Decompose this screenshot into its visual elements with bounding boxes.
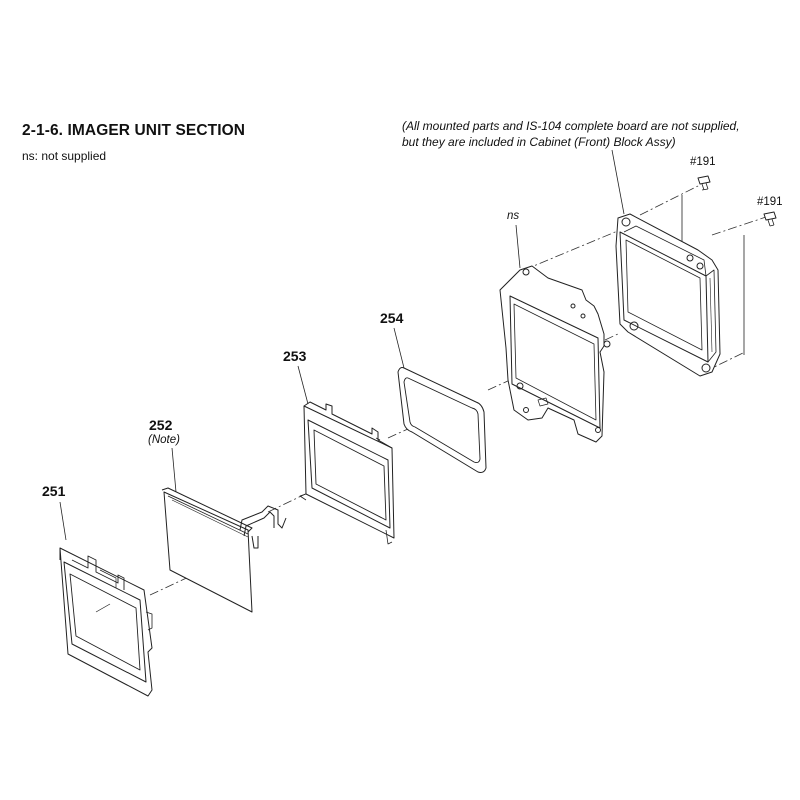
page-title: 2-1-6. IMAGER UNIT SECTION [22, 122, 246, 139]
part-label-253: 253 [283, 348, 307, 364]
part-251-front-frame [59, 547, 153, 697]
supply-note-line-2: but they are included in Cabinet (Front)… [402, 135, 676, 149]
not-supplied-legend: ns: not supplied [22, 149, 107, 163]
part-254-gasket [397, 367, 487, 473]
screw-191-upper [697, 175, 711, 191]
part-label-252: 252 [149, 417, 173, 433]
supply-note-line-1: (All mounted parts and IS-104 complete b… [402, 119, 740, 133]
part-label-254: 254 [380, 310, 404, 326]
part-note-252: (Note) [148, 434, 180, 446]
screw-191-lower [763, 211, 777, 227]
part-253-holder-frame [299, 401, 395, 545]
leader-lines [59, 149, 745, 541]
supply-note: (All mounted parts and IS-104 complete b… [402, 118, 740, 150]
not-supplied-marker: ns [507, 210, 520, 222]
part-ns-bracket [499, 265, 611, 443]
part-252-imager-sheet [161, 487, 287, 613]
part-label-251: 251 [42, 483, 66, 499]
part-board-assembly [615, 213, 721, 377]
screw-label-191-upper: #191 [690, 156, 716, 168]
screw-label-191-lower: #191 [757, 196, 783, 208]
